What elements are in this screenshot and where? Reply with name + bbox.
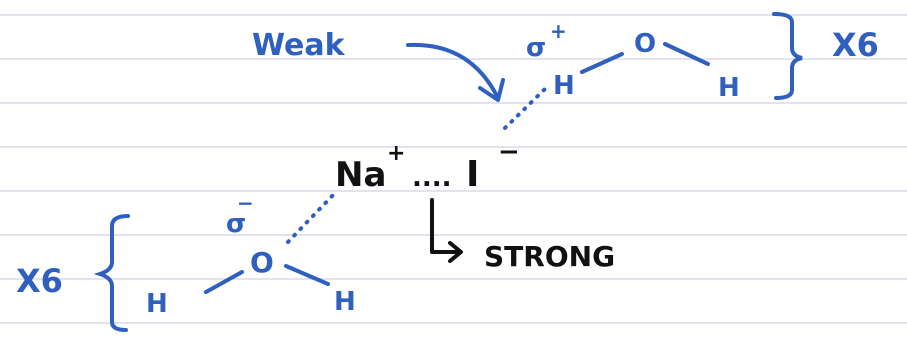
top-brace: [772, 12, 803, 100]
bottom-hydrogen-1: H: [146, 289, 168, 319]
top-delta-sign: +: [550, 19, 567, 43]
sodium-ion: Na: [335, 155, 386, 195]
iodide-charge: −: [498, 137, 520, 167]
top-oh-bond-2: [663, 42, 710, 66]
ruled-lines: [0, 14, 907, 324]
bottom-multiplier: X6: [16, 262, 63, 300]
iodide-ion: I: [466, 154, 479, 195]
strong-arrow-head: [448, 241, 463, 263]
strong-arrow: [430, 198, 460, 254]
bottom-oh-bond-1: [204, 270, 244, 294]
top-hydrogen-2: H: [718, 73, 740, 103]
bottom-delta-symbol: σ: [226, 209, 246, 239]
weak-arrow: [406, 42, 500, 100]
bottom-hydrogen-2: H: [334, 287, 356, 317]
top-delta-symbol: σ: [526, 33, 546, 63]
top-oxygen: O: [634, 29, 656, 59]
sodium-charge: +: [387, 141, 405, 166]
weak-arrow-head: [478, 78, 505, 102]
top-multiplier: X6: [832, 26, 879, 64]
bottom-oh-bond-2: [284, 264, 330, 286]
bottom-oxygen: O: [250, 246, 274, 279]
ion-dipole-dots: [286, 190, 338, 244]
ionic-interaction-dots: ....: [412, 163, 452, 193]
weak-label: Weak: [252, 28, 346, 63]
bottom-delta-sign: −: [237, 191, 254, 215]
strong-label: STRONG: [484, 240, 615, 273]
bottom-brace: [93, 214, 130, 332]
top-hydrogen-1: H: [553, 71, 575, 101]
top-oh-bond-1: [580, 52, 624, 74]
weak-hydrogen-bond-dots: [503, 84, 550, 130]
